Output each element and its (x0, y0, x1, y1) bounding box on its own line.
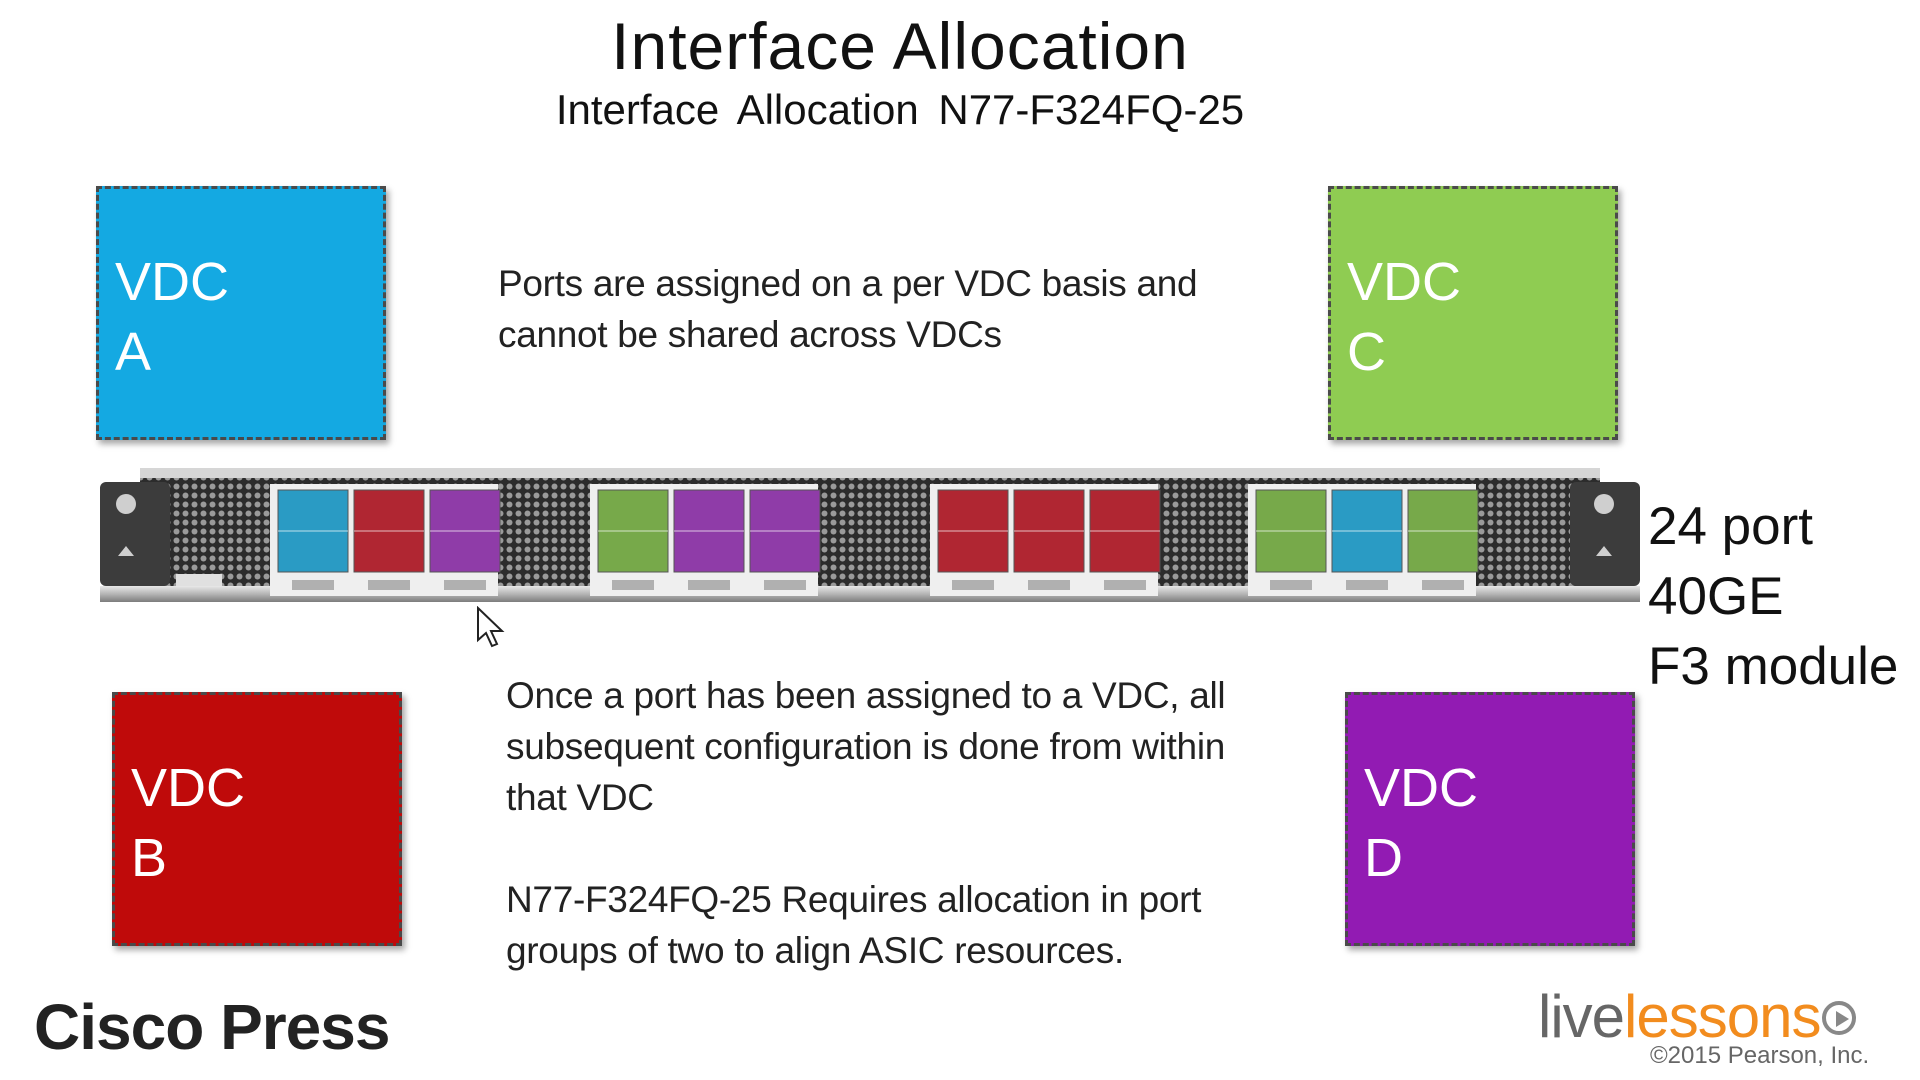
page-title: Interface Allocation (611, 9, 1189, 83)
port-pull-tab (688, 580, 730, 590)
qsfp-port (937, 489, 1009, 573)
caption-line: subsequent configuration is done from wi… (506, 726, 1226, 767)
vdc-a-label: VDC (115, 252, 230, 312)
qsfp-port (353, 489, 425, 573)
play-icon (1822, 1001, 1857, 1035)
status-led-strip (176, 574, 222, 586)
port-pull-tab (612, 580, 654, 590)
logo-text-live: live (1538, 983, 1625, 1050)
left-ejector (100, 482, 170, 586)
right-eject-arrow-icon (1596, 546, 1612, 556)
qsfp-port (673, 489, 745, 573)
page-subtitle: Interface Allocation N77-F324FQ-25 (555, 86, 1245, 133)
left-screw-icon (116, 494, 136, 514)
module-label-line: F3 module (1648, 637, 1899, 696)
caption-line: cannot be shared across VDCs (498, 314, 1002, 355)
vdc-b-letter: B (131, 828, 168, 888)
caption-assignment: Once a port has been assigned to a VDC, … (506, 670, 1226, 823)
vdc-a-letter: A (115, 322, 152, 382)
f3-module-illustration (100, 468, 1640, 602)
caption-line: Once a port has been assigned to a VDC, … (506, 675, 1226, 716)
qsfp-port (1331, 489, 1403, 573)
port-pull-tab (368, 580, 410, 590)
qsfp-port (429, 489, 501, 573)
port-pull-tab (1346, 580, 1388, 590)
caption-line: that VDC (506, 777, 654, 818)
vdc-c-letter: C (1347, 322, 1386, 382)
qsfp-port (749, 489, 821, 573)
qsfp-port (597, 489, 669, 573)
port-pull-tab (764, 580, 806, 590)
module-label-line: 40GE (1648, 567, 1784, 626)
logo-text-lessons: lessons (1624, 983, 1821, 1050)
copyright-notice: ©2015 Pearson, Inc. (1650, 1042, 1870, 1069)
caption-port-groups: N77-F324FQ-25 Requires allocation in por… (506, 874, 1201, 976)
module-label: 24 port 40GE F3 module (1648, 492, 1898, 702)
vdc-c-box: VDC C (1328, 186, 1618, 440)
livelessons-logo: livelessons (1538, 982, 1857, 1051)
cisco-press-logo: Cisco Press (34, 991, 390, 1063)
port-pull-tab (1028, 580, 1070, 590)
right-screw-icon (1594, 494, 1614, 514)
port-pull-tab (444, 580, 486, 590)
port-pull-tab (292, 580, 334, 590)
caption-line: N77-F324FQ-25 Requires allocation in por… (506, 879, 1202, 920)
caption-line: Ports are assigned on a per VDC basis an… (498, 263, 1198, 304)
right-ejector (1570, 482, 1640, 586)
left-eject-arrow-icon (118, 546, 134, 556)
vdc-d-box: VDC D (1345, 692, 1635, 946)
port-groups (270, 484, 1479, 596)
qsfp-port (277, 489, 349, 573)
mouse-cursor-icon (477, 606, 505, 648)
vdc-d-label: VDC (1364, 758, 1479, 818)
module-label-line: 24 port (1648, 497, 1814, 556)
port-pull-tab (1422, 580, 1464, 590)
qsfp-port (1407, 489, 1479, 573)
vdc-c-label: VDC (1347, 252, 1462, 312)
vdc-d-letter: D (1364, 828, 1403, 888)
port-pull-tab (1104, 580, 1146, 590)
port-pull-tab (952, 580, 994, 590)
vdc-b-box: VDC B (112, 692, 402, 946)
port-pull-tab (1270, 580, 1312, 590)
qsfp-port (1013, 489, 1085, 573)
vdc-a-box: VDC A (96, 186, 386, 440)
caption-per-vdc: Ports are assigned on a per VDC basis an… (498, 258, 1198, 360)
qsfp-port (1089, 489, 1161, 573)
top-rail (140, 468, 1600, 478)
vdc-b-label: VDC (131, 758, 246, 818)
qsfp-port (1255, 489, 1327, 573)
caption-line: groups of two to align ASIC resources. (506, 930, 1124, 971)
